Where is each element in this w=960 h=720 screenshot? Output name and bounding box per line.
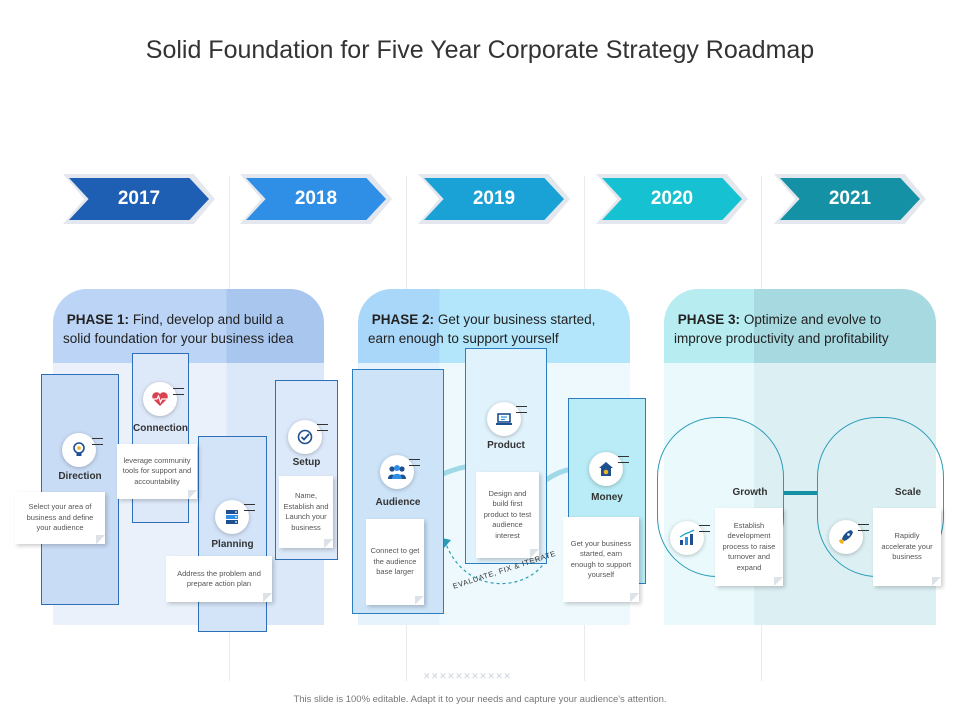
money-note: Get your business started, earn enough t… [563, 517, 639, 602]
scale-note: Rapidly accelerate your business [873, 508, 941, 586]
phase-1-line2: solid foundation for your business idea [63, 331, 294, 346]
planning-label: Planning [211, 539, 254, 550]
server-stack-icon [215, 500, 249, 534]
product-note: Design and build first product to test a… [476, 472, 539, 558]
year-arrow-2017: 2017 [63, 174, 215, 224]
growth-label: Growth [732, 487, 768, 498]
phase-2-description: PHASE 2: Get your business started, earn… [368, 310, 626, 348]
money-house-icon [589, 452, 623, 486]
footer-note: This slide is 100% editable. Adapt it to… [293, 694, 667, 705]
decorative-divider: ✕✕✕✕✕✕✕✕✕✕✕ [423, 671, 512, 681]
icon-accent-lines [618, 456, 629, 463]
lightbulb-icon [62, 433, 96, 467]
year-label: 2019 [424, 178, 564, 220]
phase-2-line1: Get your business started, [437, 312, 596, 327]
phase-3-line2: improve productivity and profitability [674, 331, 889, 346]
setup-note: Name, Establish and Launch your business [279, 476, 333, 548]
setup-label: Setup [292, 457, 321, 468]
direction-label: Direction [58, 471, 102, 482]
rocket-icon [829, 520, 863, 554]
year-label: 2020 [602, 178, 742, 220]
year-arrow-2020: 2020 [596, 174, 748, 224]
growth-note: Establish development process to raise t… [715, 508, 783, 586]
money-label: Money [591, 492, 623, 503]
heart-pulse-icon [143, 382, 177, 416]
year-arrow-2018: 2018 [240, 174, 392, 224]
phase-2-line2: earn enough to support yourself [368, 331, 559, 346]
year-arrow-2021: 2021 [774, 174, 926, 224]
group-users-icon [380, 455, 414, 489]
audience-note: Connect to get the audience base larger [366, 519, 424, 605]
icon-accent-lines [244, 504, 255, 511]
page-title: Solid Foundation for Five Year Corporate… [145, 36, 815, 64]
year-arrow-2019: 2019 [418, 174, 570, 224]
year-label: 2017 [69, 178, 209, 220]
direction-card [41, 374, 119, 605]
planning-card [198, 436, 267, 632]
connection-note: leverage community tools for support and… [117, 444, 197, 499]
phase-1-line1: Find, develop and build a [132, 312, 284, 327]
year-label: 2018 [246, 178, 386, 220]
scale-label: Scale [894, 487, 922, 498]
phase-3-label: PHASE 3: [677, 312, 741, 327]
bar-chart-icon [670, 521, 704, 555]
connection-label: Connection [133, 423, 188, 434]
year-label: 2021 [780, 178, 920, 220]
product-label: Product [487, 440, 525, 451]
audience-label: Audience [375, 497, 421, 508]
icon-accent-lines [858, 524, 869, 531]
icon-accent-lines [173, 388, 184, 395]
icon-accent-lines [516, 406, 527, 413]
icon-accent-lines [92, 438, 103, 445]
phase-1-description: PHASE 1: Find, develop and build a solid… [63, 310, 321, 348]
phase-2-label: PHASE 2: [371, 312, 435, 327]
direction-note: Select your area of business and define … [15, 492, 105, 544]
target-check-icon [288, 420, 322, 454]
laptop-icon [487, 402, 521, 436]
growth-scale-connector [784, 491, 817, 495]
phase-3-description: PHASE 3: Optimize and evolve to improve … [674, 310, 932, 348]
phase-1-label: PHASE 1: [66, 312, 130, 327]
icon-accent-lines [409, 459, 420, 466]
phase-3-line1: Optimize and evolve to [743, 312, 882, 327]
icon-accent-lines [699, 525, 710, 532]
planning-note: Address the problem and prepare action p… [166, 556, 272, 602]
icon-accent-lines [317, 424, 328, 431]
